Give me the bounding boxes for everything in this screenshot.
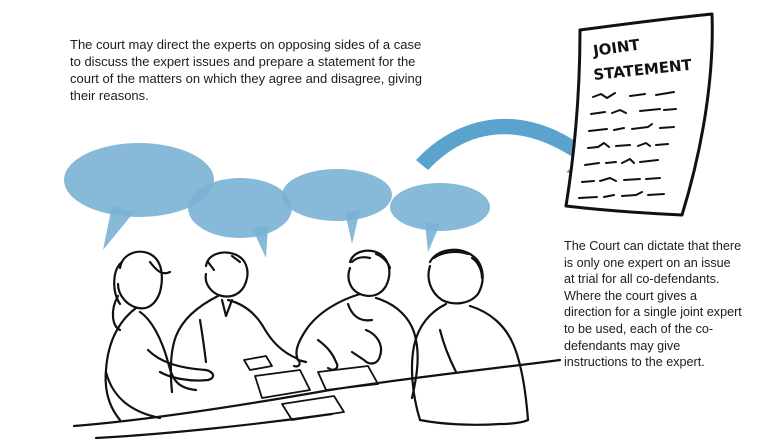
- caption-right: The Court can dictate that there is only…: [564, 239, 742, 370]
- speech-bubble-icon: [390, 183, 490, 252]
- person-woman-left: [104, 250, 215, 422]
- speech-bubbles: [64, 143, 490, 258]
- document-text-lines: [578, 91, 677, 199]
- person-man-center-right: [295, 249, 419, 400]
- curved-arrow-icon: [416, 118, 614, 186]
- speech-bubble-icon: [64, 143, 214, 250]
- document-icon: JOINT STATEMENT: [564, 12, 714, 217]
- meeting-people-illustration: [72, 248, 562, 440]
- caption-top: The court may direct the experts on oppo…: [70, 37, 422, 103]
- speech-bubble-icon: [188, 178, 292, 258]
- person-man-center-left: [169, 251, 301, 394]
- papers-icon: [243, 355, 379, 421]
- speech-bubble-icon: [282, 169, 392, 244]
- person-man-right: [410, 248, 530, 426]
